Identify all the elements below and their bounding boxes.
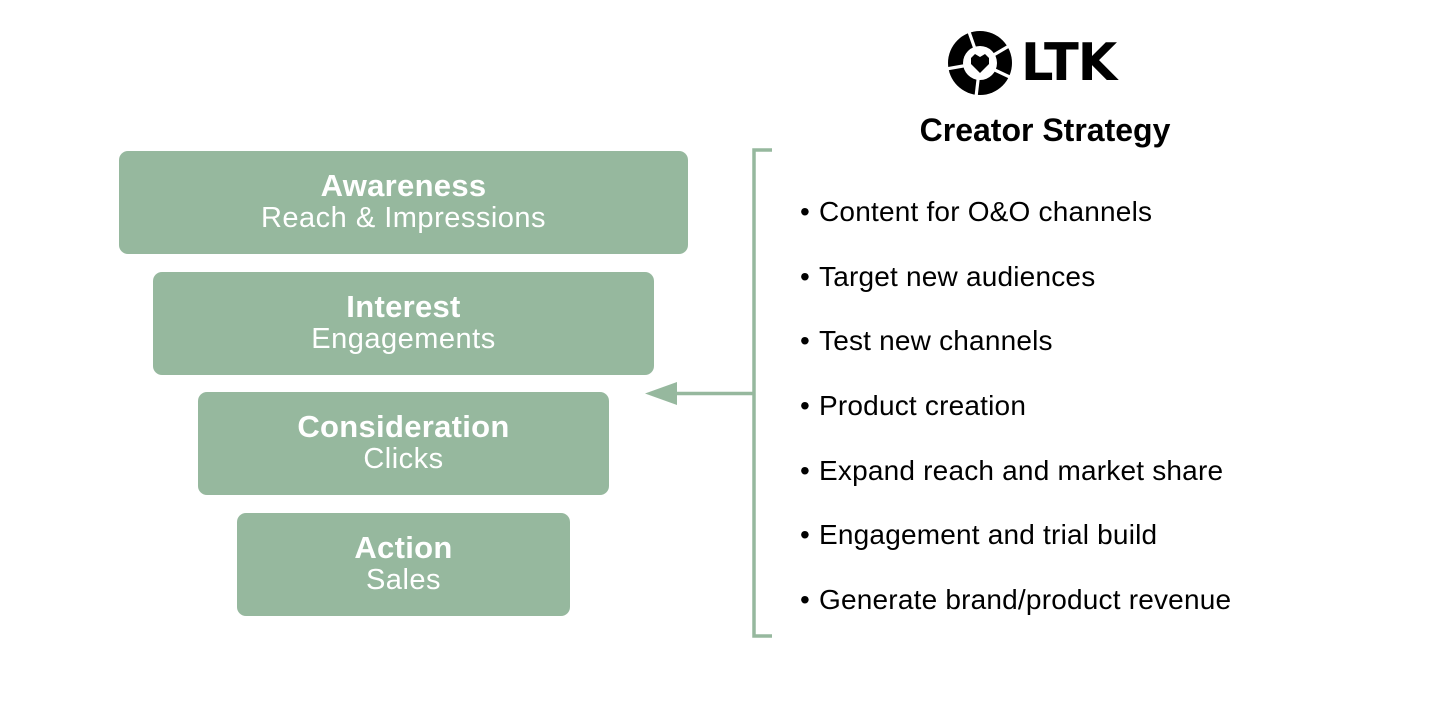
list-item-text: Test new channels (819, 325, 1053, 357)
list-item: •Expand reach and market share (800, 451, 1231, 516)
list-item-text: Generate brand/product revenue (819, 584, 1232, 616)
list-item: • Content for O&O channels (800, 192, 1231, 257)
list-item-text: Content for O&O channels (819, 196, 1153, 227)
bullet-icon: • (800, 519, 811, 551)
arrow-head-icon (645, 382, 677, 405)
list-item-text: Target new audiences (819, 260, 1096, 292)
ltk-heart-ring-icon (948, 31, 1012, 95)
list-item: •Product creation (800, 386, 1231, 451)
stage-metric: Engagements (311, 322, 496, 355)
bullet-icon: • (800, 584, 811, 616)
list-item: •Target new audiences (800, 257, 1231, 322)
bullet-icon: • (800, 390, 811, 422)
funnel-stage-interest: Interest Engagements (153, 272, 654, 375)
list-item: •Test new channels (800, 321, 1231, 386)
list-item-text: Engagement and trial build (819, 519, 1158, 551)
funnel-stage-action: Action Sales (237, 513, 570, 616)
stage-metric: Reach & Impressions (260, 201, 547, 234)
funnel-stage-consideration: Consideration Clicks (198, 392, 609, 495)
stage-title: Action (354, 529, 453, 565)
funnel-stage-awareness: Awareness Reach & Impressions (119, 151, 688, 254)
bullet-icon: • (800, 325, 811, 357)
list-item: •Generate brand/product revenue (800, 580, 1231, 645)
list-item-text: Expand reach and market share (819, 454, 1224, 486)
bullet-icon: • (800, 196, 811, 227)
bullet-icon: • (800, 260, 811, 292)
bracket-line (752, 148, 772, 638)
list-item: •Engagement and trial build (800, 515, 1231, 580)
stage-title: Consideration (297, 408, 510, 444)
ltk-logo: LTK (946, 29, 1117, 97)
stage-title: Interest (346, 288, 461, 324)
stage-metric: Clicks (363, 442, 444, 475)
bullet-icon: • (800, 454, 811, 486)
section-heading: Creator Strategy (919, 112, 1171, 148)
list-item-text: Product creation (819, 390, 1027, 422)
strategy-list: •Content for O&O channels •Target new au… (800, 192, 1231, 645)
stage-title: Awareness (320, 167, 487, 203)
brand-name: LTK (1020, 33, 1117, 93)
stage-metric: Sales (365, 563, 442, 596)
